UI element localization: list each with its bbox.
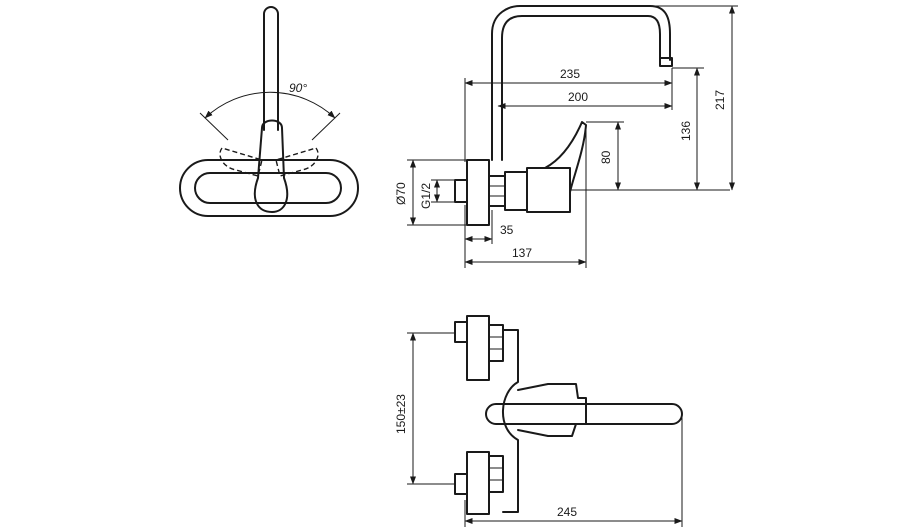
dim-thread-g12: G1/2 (419, 183, 433, 209)
ghost-lever-right (275, 147, 319, 177)
dim-200: 200 (568, 90, 588, 104)
front-view: 90° (179, 6, 359, 217)
rotation-arc (204, 91, 336, 119)
dim-217: 217 (713, 90, 727, 110)
dim-245: 245 (557, 505, 577, 519)
dim-136: 136 (679, 121, 693, 141)
dim-235: 235 (560, 67, 580, 81)
plan-view: 150±23 245 (394, 315, 683, 527)
side-view: 235 200 35 137 80 136 217 Ø70 (394, 5, 738, 268)
dim-150-23: 150±23 (394, 394, 408, 434)
angle-label: 90° (289, 81, 307, 95)
ghost-lever-left (219, 147, 263, 177)
dim-80: 80 (599, 150, 613, 164)
dim-35: 35 (500, 223, 514, 237)
dim-diameter-70: Ø70 (394, 182, 408, 205)
dim-137: 137 (512, 246, 532, 260)
